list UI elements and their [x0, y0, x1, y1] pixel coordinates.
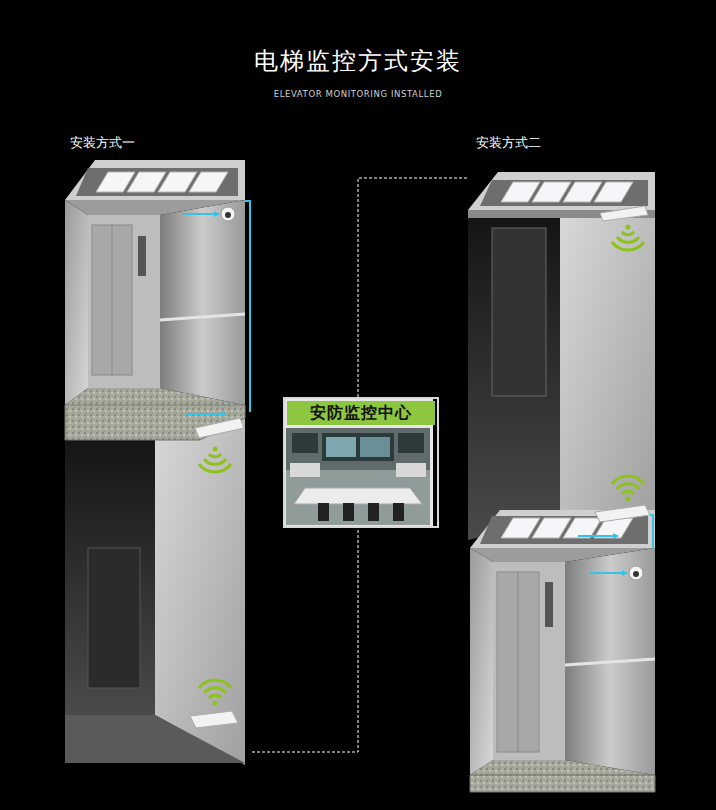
control-room-picture-part	[360, 437, 390, 457]
monitoring-center-box: 安防监控中心	[283, 397, 439, 528]
elevator-cab-one-part	[65, 200, 245, 215]
elevator-cab-one-part	[199, 447, 231, 473]
elevator-cab-two-part	[545, 582, 553, 627]
dashed-connector	[358, 178, 468, 397]
elevator-cab-one	[65, 160, 250, 472]
elevator-cab-two-part	[612, 476, 644, 502]
elevator-cab-two-part	[518, 572, 519, 752]
elevator-cab-two-part	[493, 562, 565, 760]
control-room-picture-part	[326, 437, 356, 457]
control-room-picture-part	[290, 463, 320, 477]
control-room-picture-part	[292, 433, 318, 453]
method-heading: 安装方式二	[476, 134, 652, 152]
elevator-cab-two-part	[590, 572, 627, 574]
elevator-cab-two-part	[501, 518, 633, 538]
elevator-cab-one-part	[65, 388, 245, 405]
shaft-two-part	[468, 172, 655, 210]
elevator-cab-two	[470, 476, 655, 792]
control-room-picture-part	[368, 503, 379, 521]
shaft-one-part	[88, 548, 140, 688]
shaft-two-part	[560, 218, 655, 520]
control-room-picture-part	[343, 503, 354, 521]
elevator-cab-one-part	[195, 418, 244, 438]
shaft-one-part	[65, 440, 155, 715]
elevator-cab-two-part	[565, 659, 655, 665]
installation-method-group: 安装方式二	[468, 130, 660, 792]
control-room-picture-part	[393, 503, 404, 521]
elevator-cab-one-part	[138, 236, 146, 276]
elevator-cab-one-part	[92, 225, 132, 375]
elevator-cab-two-part	[565, 548, 655, 775]
elevator-cab-one-part	[221, 207, 235, 221]
elevator-cab-one-part	[183, 213, 219, 215]
elevator-cab-one-part	[225, 212, 231, 218]
elevator-cab-two-part	[470, 548, 655, 562]
control-room-picture-part	[396, 463, 426, 477]
shaft-two-part	[492, 228, 546, 396]
elevator-cab-one-part	[185, 413, 226, 415]
elevator-cab-two-part	[470, 775, 655, 792]
control-room-picture-part	[398, 433, 424, 453]
elevator-cab-one-part	[160, 200, 245, 405]
elevator-cab-two-part	[633, 571, 639, 577]
dashed-connector	[252, 528, 358, 752]
shaft-two-part	[468, 218, 560, 540]
elevator-cab-one-part	[112, 225, 113, 375]
shaft-one	[65, 418, 245, 765]
elevator-cab-one-part	[88, 215, 160, 388]
elevator-cab-two-part	[470, 548, 493, 775]
shaft-two-part	[600, 206, 648, 221]
elevator-cab-one-part	[65, 200, 88, 405]
shaft-one-part	[155, 418, 245, 765]
installation-method-group: 安装方式一	[62, 130, 252, 762]
control-room-picture-part	[322, 433, 394, 461]
control-room-picture-part	[318, 503, 329, 521]
elevator-cab-one-part	[96, 172, 228, 192]
elevator-cab-one-part	[160, 314, 245, 320]
elevator-cab-two-part	[480, 516, 648, 544]
control-room-picture-part	[294, 488, 422, 504]
subtitle: ELEVATOR MONITORING INSTALLED	[0, 88, 716, 100]
elevator-cab-one-part	[245, 201, 250, 412]
method-heading: 安装方式一	[70, 134, 244, 152]
elevator-cab-two-part	[578, 535, 618, 537]
shaft-two-part	[612, 225, 644, 251]
control-room-picture-part	[286, 428, 430, 525]
elevator-cab-two-part	[470, 760, 655, 775]
elevator-cab-one-part	[76, 168, 238, 196]
shaft-one-part	[190, 711, 238, 728]
shaft-two-part	[480, 180, 648, 206]
elevator-cab-two-part	[595, 505, 650, 522]
elevator-cab-one-part	[65, 160, 245, 200]
center-title: 安防监控中心	[287, 401, 435, 425]
elevator-cab-one-part	[65, 405, 245, 440]
control-room-picture-part	[286, 470, 430, 525]
shaft-one-part	[199, 680, 231, 706]
shaft-two-part	[501, 182, 633, 202]
elevator-cab-two-part	[497, 572, 539, 752]
page-title: 电梯监控方式安装	[0, 46, 716, 76]
elevator-cab-two-part	[629, 566, 643, 580]
shaft-two	[468, 172, 655, 540]
